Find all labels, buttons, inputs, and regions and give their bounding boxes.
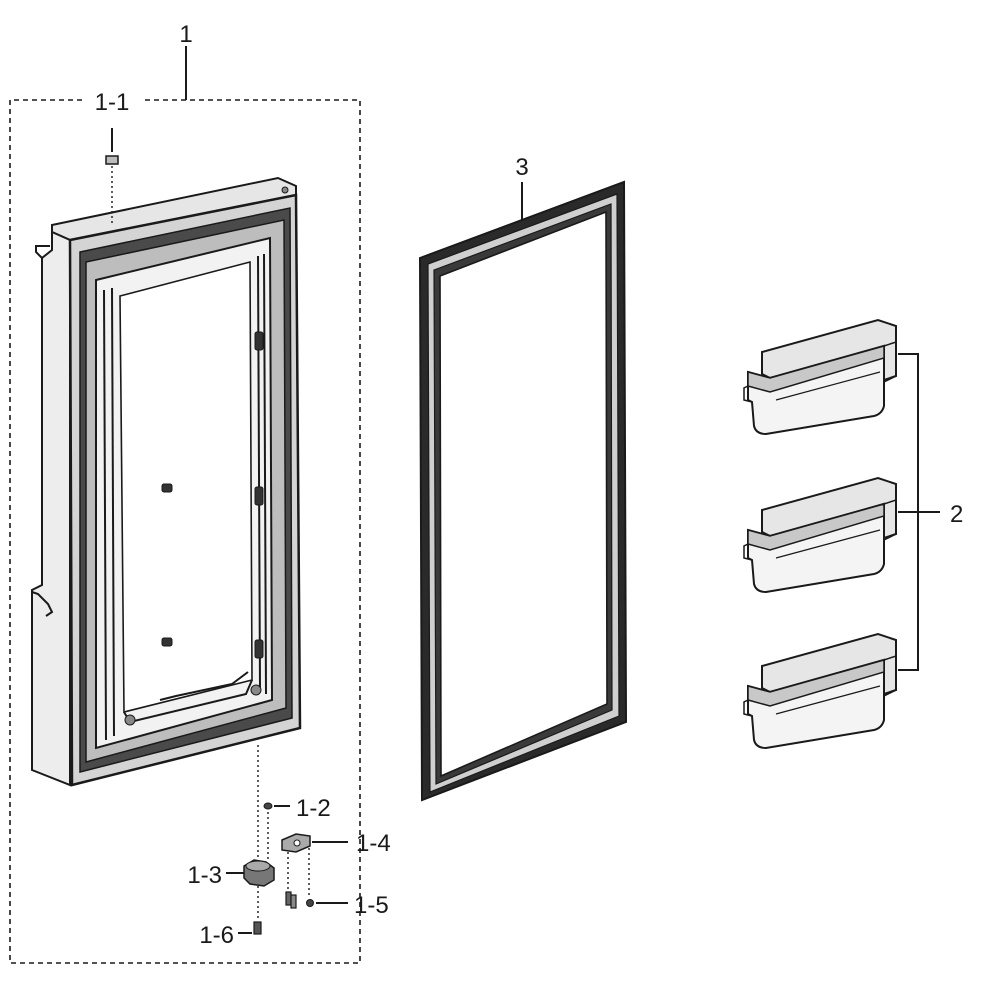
door-stud-left-1 bbox=[161, 483, 173, 493]
door-bottom-ridge-2 bbox=[159, 671, 249, 701]
guard-end-cap bbox=[883, 340, 897, 383]
guards-bracket-line bbox=[898, 353, 940, 671]
door-rail-left-b bbox=[111, 287, 115, 737]
screw-top-icon bbox=[263, 802, 273, 810]
guard-inner-line bbox=[775, 529, 881, 559]
door-corner-screw-bl bbox=[124, 714, 136, 726]
door-side-hook-top bbox=[35, 245, 50, 259]
screw-bracket-icon-b bbox=[290, 894, 297, 909]
door-corner-screw-br bbox=[250, 684, 262, 696]
door-guard-1 bbox=[743, 318, 897, 436]
door-stud-left-2 bbox=[161, 637, 173, 647]
door-rail-right-b bbox=[263, 253, 267, 695]
part-screw-bracket bbox=[285, 891, 348, 909]
door-stud-right-1 bbox=[254, 331, 264, 351]
hinge-top bbox=[245, 860, 271, 872]
door-inner-panel bbox=[119, 260, 253, 714]
gasket-opening bbox=[439, 210, 608, 778]
guard-inner-line bbox=[775, 685, 881, 715]
door-rail-right-a bbox=[257, 255, 261, 691]
door-liner bbox=[31, 176, 302, 787]
door-rail-left-a bbox=[103, 289, 107, 741]
part-screw-top bbox=[263, 802, 290, 862]
cap-icon bbox=[105, 155, 119, 165]
label-guards: 2 bbox=[950, 501, 963, 528]
door-guard-2 bbox=[743, 476, 897, 594]
bracket-hole bbox=[293, 839, 301, 847]
label-bracket: 1-4 bbox=[356, 830, 391, 857]
label-screw-bracket: 1-5 bbox=[354, 892, 389, 919]
door-gasket bbox=[418, 180, 628, 802]
door-stud-right-2 bbox=[254, 486, 264, 506]
guard-left-tab bbox=[743, 699, 753, 717]
door-left-side bbox=[31, 230, 71, 787]
label-cap: 1-1 bbox=[95, 89, 130, 116]
label-screw-top: 1-2 bbox=[296, 795, 331, 822]
label-screw-bottom: 1-6 bbox=[199, 922, 234, 949]
door-guards bbox=[743, 318, 940, 750]
group-boundary-dashed bbox=[9, 99, 361, 964]
door-guard-3 bbox=[743, 632, 897, 750]
door-assembly-group bbox=[9, 46, 361, 964]
part-bracket bbox=[281, 833, 348, 896]
label-door-assembly: 1 bbox=[179, 21, 192, 48]
label-hinge: 1-3 bbox=[187, 862, 222, 889]
door-stud-right-3 bbox=[254, 639, 264, 659]
guard-end-cap bbox=[883, 498, 897, 541]
part-screw-bottom bbox=[238, 921, 262, 935]
screw-bracket-icon-c bbox=[306, 899, 314, 907]
guard-left-tab bbox=[743, 385, 753, 403]
guard-end-cap bbox=[883, 654, 897, 697]
screw-bracket-icon-a bbox=[285, 891, 292, 906]
label-gasket: 3 bbox=[515, 154, 528, 181]
guard-inner-line bbox=[775, 371, 881, 401]
part-cap bbox=[105, 128, 119, 226]
guard-left-tab bbox=[743, 543, 753, 561]
part-hinge bbox=[226, 859, 275, 920]
door-side-hook-bottom bbox=[31, 591, 54, 617]
screw-bottom-icon bbox=[253, 921, 262, 935]
door-corner-screw-tr bbox=[281, 186, 289, 194]
